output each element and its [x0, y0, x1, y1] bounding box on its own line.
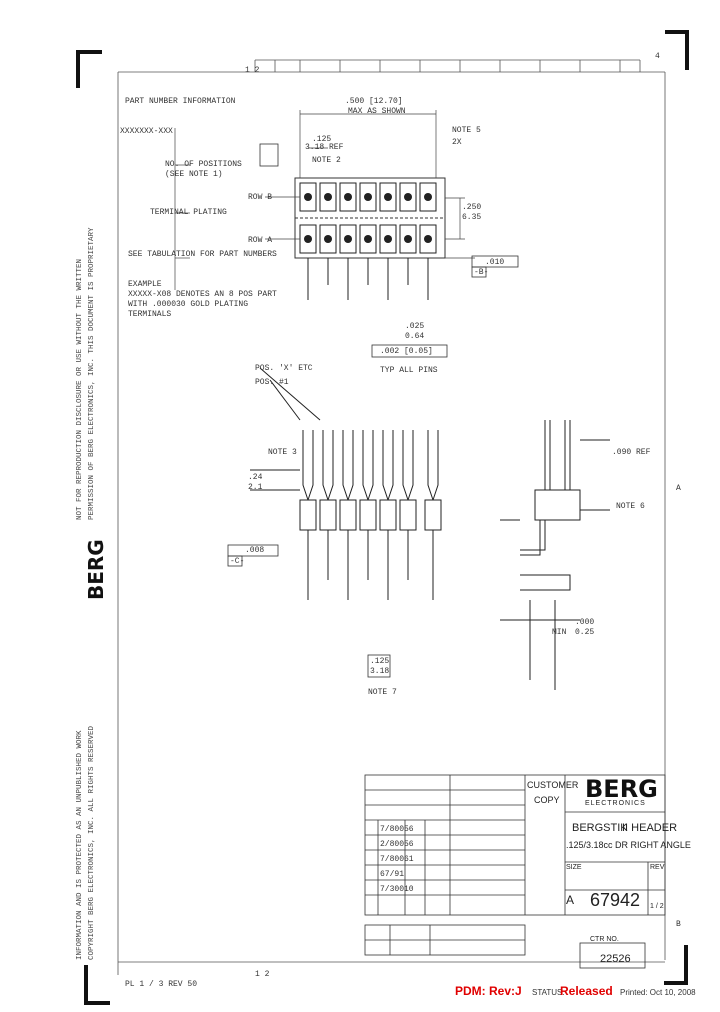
title-logo-sub: ELECTRONICS	[585, 800, 646, 807]
dwg-no: 67942	[590, 890, 641, 910]
dim-e: .125	[370, 657, 390, 666]
zone-bottom: 1 2	[255, 970, 270, 979]
frame-corner-top-right-v	[685, 30, 689, 70]
dim-f2: 0.25	[575, 628, 595, 637]
footer-status-value: Released	[560, 984, 613, 998]
frame-corner-top-left-v	[76, 50, 80, 88]
example-text-1: XXXXX-X08 DENOTES AN 8 POS PART	[128, 290, 277, 299]
title-line-3: .125/3.18cc DR RIGHT ANGLE	[566, 840, 691, 850]
ctr-label: CTR NO.	[590, 936, 619, 943]
title-line-1: BERGSTIK	[572, 822, 628, 834]
footer-pdm: PDM: Rev:J	[455, 984, 522, 998]
dim-b2: 3.18 REF	[305, 143, 344, 152]
table-row-3: 7/80061	[380, 855, 414, 864]
note5b: 2X	[452, 138, 462, 147]
pos-1: POS. #1	[255, 378, 289, 387]
dim-a: .500 [12.70]	[345, 97, 403, 106]
side-note-1: NOT FOR REPRODUCTION DISCLOSURE OR USE W…	[76, 258, 84, 520]
example-label: EXAMPLE	[128, 280, 162, 289]
frame-corner-bottom-left-h	[84, 1001, 110, 1005]
part-number-example: XXXXXXX-XXX	[120, 127, 173, 136]
no-of-positions: NO. OF POSITIONS	[165, 160, 242, 169]
sheet: 1 / 2	[650, 903, 664, 910]
dim-a-note: MAX AS SHOWN	[348, 107, 406, 116]
tol-c-sub: -C-	[230, 557, 245, 566]
header-section: PART NUMBER INFORMATION	[125, 97, 236, 106]
example-text-3: TERMINALS	[128, 310, 172, 319]
typ-pins: TYP ALL PINS	[380, 366, 438, 375]
frame-corner-top-left-h	[76, 50, 102, 54]
dip-ref: .090 REF	[612, 448, 651, 457]
tol-a: .010	[485, 258, 505, 267]
footer-printed: Printed: Oct 10, 2008	[620, 988, 696, 997]
row-b: ROW B	[248, 193, 273, 202]
zone-right-a: A	[676, 484, 681, 493]
dim-pin2: 0.64	[405, 332, 425, 341]
tol-a-sub: -B-	[474, 268, 489, 277]
title-logo: BERG	[585, 775, 658, 803]
side-note-4: COPYRIGHT BERG ELECTRONICS, INC. ALL RIG…	[88, 725, 96, 960]
side-note-3: INFORMATION AND IS PROTECTED AS AN UNPUB…	[76, 730, 84, 960]
dim-c: .250	[462, 203, 482, 212]
size-label: SIZE	[566, 864, 582, 871]
side-logo: BERG	[84, 539, 108, 600]
note2: NOTE 2	[312, 156, 341, 165]
see-tabulation: SEE TABULATION FOR PART NUMBERS	[128, 250, 277, 259]
frame-corner-bottom-right-h	[664, 981, 688, 985]
dim-f: .000	[575, 618, 595, 627]
zone-top-left: 1 2	[245, 66, 260, 75]
note3: NOTE 3	[268, 448, 297, 457]
bottom-left-text: PL 1 / 3 REV 50	[125, 980, 198, 989]
dim-d: .24	[248, 473, 263, 482]
dim-c2: 6.35	[462, 213, 482, 222]
zone-top-right: 4	[655, 52, 660, 61]
dwg-number-box: 22526	[600, 953, 631, 965]
title-line-2: II HEADER	[622, 822, 678, 834]
table-row-1: 7/80056	[380, 825, 414, 834]
dim-e2: 3.18	[370, 667, 390, 676]
zone-right-b: B	[676, 920, 681, 929]
table-row-4: 67/91	[380, 870, 405, 879]
table-row-2: 2/80056	[380, 840, 414, 849]
size-value: A	[566, 893, 575, 907]
frame-corner-bottom-left-v	[84, 965, 88, 1005]
min-dim: MIN	[552, 628, 567, 637]
note5: NOTE 5	[452, 126, 481, 135]
pos-last: POS. 'X' ETC	[255, 364, 313, 373]
footer-status-prefix: STATUS:	[532, 988, 565, 997]
note6: NOTE 6	[616, 502, 645, 511]
frame-corner-top-right-h	[665, 30, 689, 34]
tol-c: .008	[245, 546, 265, 555]
dim-pin: .025	[405, 322, 425, 331]
example-text-2: WITH .000030 GOLD PLATING	[128, 300, 249, 309]
tol-pos: .002 [0.05]	[380, 347, 433, 356]
see-note: (SEE NOTE 1)	[165, 170, 223, 179]
terminal-plating: TERMINAL PLATING	[150, 208, 227, 217]
table-row-5: 7/30010	[380, 885, 414, 894]
customer-copy-2: COPY	[534, 795, 560, 805]
dim-b: .125	[312, 135, 332, 144]
rev-label: REV	[650, 864, 665, 871]
customer-copy-1: CUSTOMER	[527, 780, 579, 790]
note7: NOTE 7	[368, 688, 397, 697]
side-note-2: PERMISSION OF BERG ELECTRONICS, INC. THI…	[88, 227, 96, 520]
frame-corner-bottom-right-v	[684, 945, 688, 985]
row-a: ROW A	[248, 236, 273, 245]
dim-d2: 2.1	[248, 483, 263, 492]
